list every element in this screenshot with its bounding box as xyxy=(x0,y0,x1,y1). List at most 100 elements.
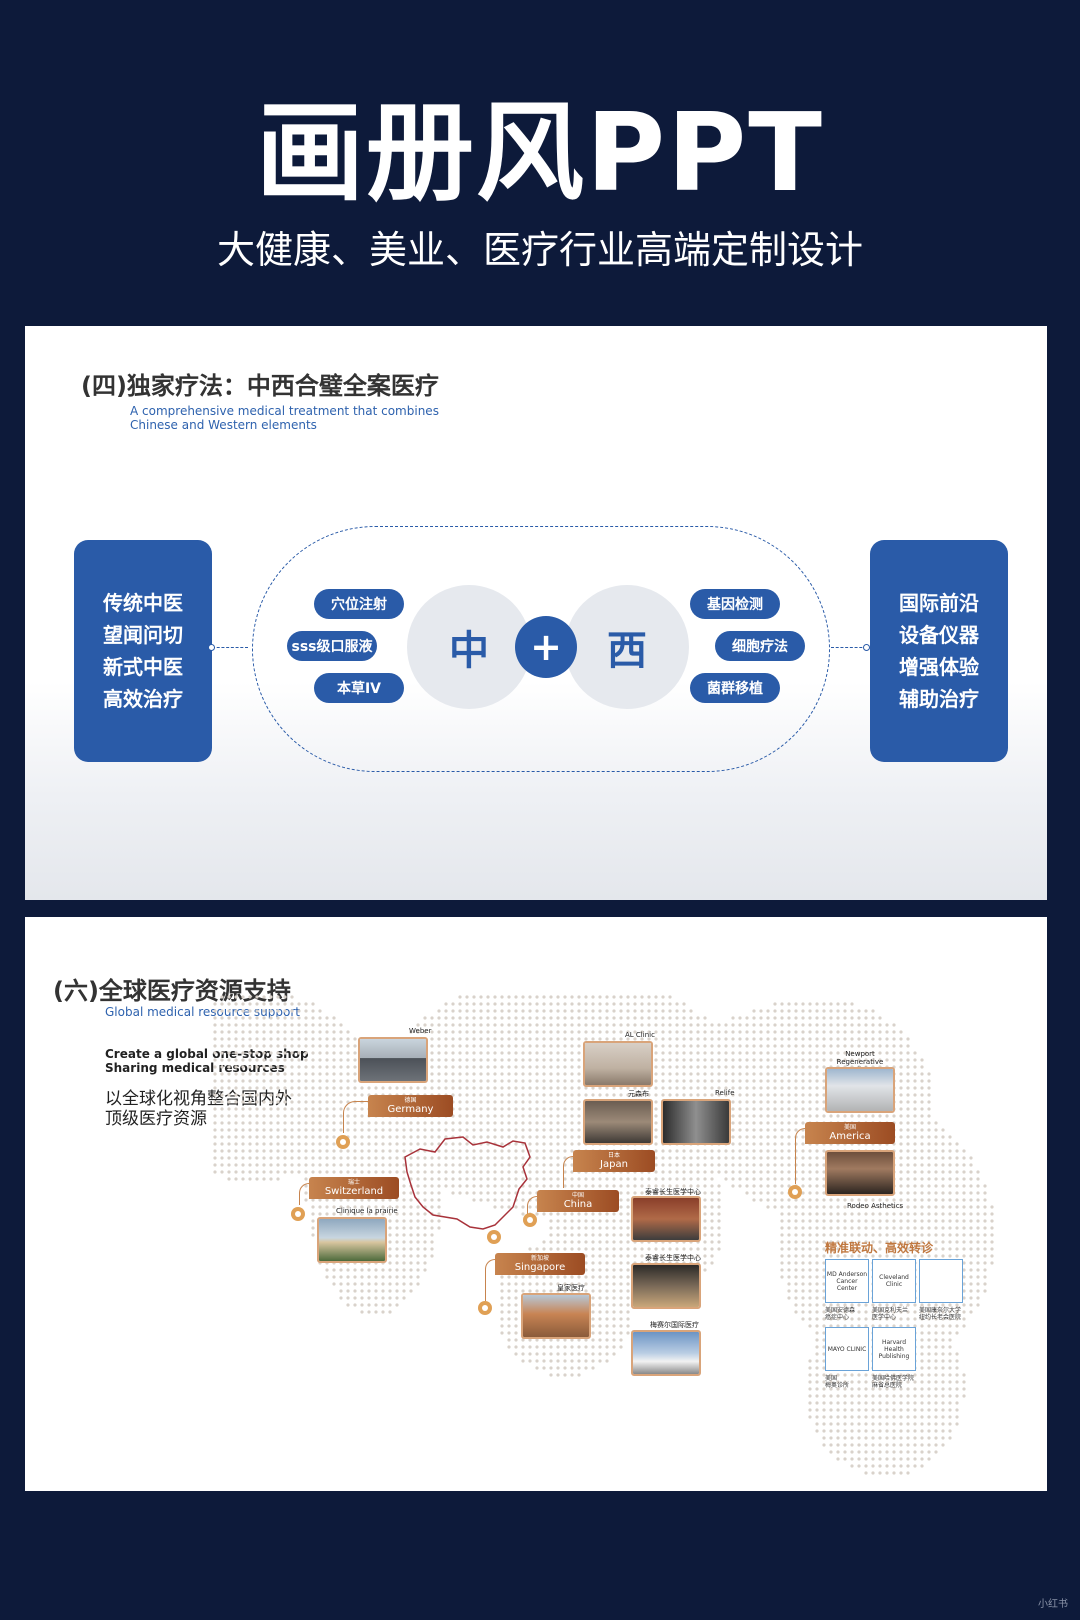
map-dot xyxy=(787,1142,791,1146)
map-dot xyxy=(220,1051,224,1055)
map-dot xyxy=(374,1156,378,1160)
map-dot xyxy=(675,1163,679,1167)
map-dot xyxy=(486,1002,490,1006)
map-dot xyxy=(577,995,581,999)
map-dot xyxy=(290,1037,294,1041)
map-dot xyxy=(668,995,672,999)
photo-relife xyxy=(661,1099,731,1145)
map-dot xyxy=(262,1107,266,1111)
map-dot xyxy=(696,1170,700,1174)
map-dot xyxy=(871,1114,875,1118)
map-dot xyxy=(948,1163,952,1167)
map-dot xyxy=(815,1079,819,1083)
map-dot xyxy=(535,1002,539,1006)
map-dot xyxy=(227,1163,231,1167)
map-dot xyxy=(416,1030,420,1034)
map-dot xyxy=(773,1135,777,1139)
map-dot xyxy=(381,1135,385,1139)
left-connector-dot xyxy=(208,644,215,651)
map-dot xyxy=(465,1100,469,1104)
map-dot xyxy=(927,1149,931,1153)
map-dot xyxy=(549,1163,553,1167)
map-dot xyxy=(234,1121,238,1125)
map-dot xyxy=(500,1051,504,1055)
map-dot xyxy=(416,1156,420,1160)
map-dot xyxy=(437,1016,441,1020)
map-dot xyxy=(353,1044,357,1048)
map-dot xyxy=(829,1037,833,1041)
map-dot xyxy=(913,1051,917,1055)
partner-caption: 美国 梅奥诊所 xyxy=(825,1375,875,1389)
map-dot xyxy=(227,1058,231,1062)
map-dot xyxy=(731,1016,735,1020)
map-dot xyxy=(738,1030,742,1034)
map-dot xyxy=(563,1051,567,1055)
map-dot xyxy=(290,995,294,999)
map-dot xyxy=(269,1107,273,1111)
map-dot xyxy=(458,1156,462,1160)
map-dot xyxy=(563,1009,567,1013)
map-dot xyxy=(479,1128,483,1132)
map-dot xyxy=(276,1121,280,1125)
map-dot xyxy=(304,1142,308,1146)
map-dot xyxy=(465,1121,469,1125)
map-dot xyxy=(906,1135,910,1139)
map-dot xyxy=(423,1121,427,1125)
map-dot xyxy=(297,1163,301,1167)
map-dot xyxy=(248,1163,252,1167)
map-dot xyxy=(584,995,588,999)
photo-meisaier xyxy=(631,1330,701,1376)
map-dot xyxy=(941,1142,945,1146)
flag-cn: 日本 xyxy=(607,1152,620,1159)
map-dot xyxy=(255,1009,259,1013)
map-dot xyxy=(458,1065,462,1069)
map-dot xyxy=(598,1086,602,1090)
partner-caption: 美国康奈尔大学 纽约长老会医院 xyxy=(919,1307,969,1321)
map-dot xyxy=(311,1100,315,1104)
map-dot xyxy=(682,1051,686,1055)
map-dot xyxy=(234,1051,238,1055)
map-dot xyxy=(864,1009,868,1013)
map-dot xyxy=(276,1135,280,1139)
map-dot xyxy=(514,1177,518,1181)
map-dot xyxy=(836,1044,840,1048)
map-dot xyxy=(927,1121,931,1125)
map-dot xyxy=(822,1044,826,1048)
map-dot xyxy=(668,1044,672,1048)
map-dot xyxy=(353,1072,357,1076)
map-dot xyxy=(878,1023,882,1027)
map-dot xyxy=(276,1065,280,1069)
map-dot xyxy=(262,1037,266,1041)
map-dot xyxy=(409,1156,413,1160)
map-dot xyxy=(794,1030,798,1034)
map-dot xyxy=(262,995,266,999)
map-dot xyxy=(591,1037,595,1041)
flag-cn: 中国 xyxy=(571,1192,584,1199)
map-dot xyxy=(738,1100,742,1104)
map-dot xyxy=(549,1079,553,1083)
map-dot xyxy=(927,1086,931,1090)
map-dot xyxy=(822,1163,826,1167)
map-dot xyxy=(759,1093,763,1097)
map-dot xyxy=(409,1177,413,1181)
map-dot xyxy=(556,1086,560,1090)
map-dot xyxy=(794,1051,798,1055)
map-dot xyxy=(276,1023,280,1027)
map-dot xyxy=(717,1023,721,1027)
caption-royal-medical: 皇家医疗 xyxy=(557,1284,585,1292)
map-dot xyxy=(521,1065,525,1069)
map-dot xyxy=(640,1023,644,1027)
map-dot xyxy=(290,1149,294,1153)
map-dot xyxy=(738,1072,742,1076)
map-dot xyxy=(528,1030,532,1034)
map-dot xyxy=(283,1023,287,1027)
map-dot xyxy=(661,1030,665,1034)
caption-meisaier: 梅赛尔国际医疗 xyxy=(650,1321,699,1329)
map-dot xyxy=(430,1163,434,1167)
map-dot xyxy=(318,1107,322,1111)
map-dot xyxy=(507,1065,511,1069)
map-dot xyxy=(941,1156,945,1160)
map-dot xyxy=(899,1170,903,1174)
map-dot xyxy=(913,1086,917,1090)
map-dot xyxy=(451,1016,455,1020)
